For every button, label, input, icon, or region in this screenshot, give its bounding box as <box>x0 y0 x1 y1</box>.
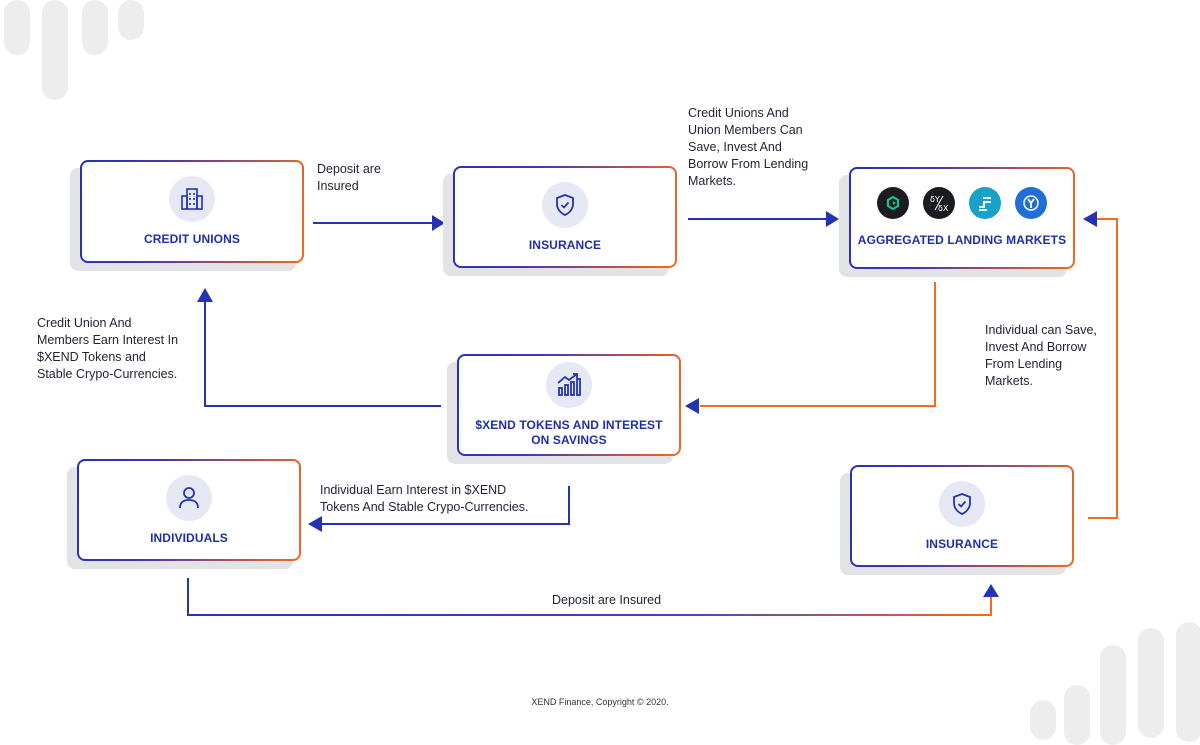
note-line: From Lending <box>985 357 1063 371</box>
shield-check-icon <box>542 181 588 228</box>
note-line: Markets. <box>688 174 736 188</box>
note-line: $XEND Tokens and <box>37 350 146 364</box>
note-line: Members Earn Interest In <box>37 333 179 347</box>
arrow-markets-to-tokens <box>685 282 936 414</box>
note-line: Individual Earn Interest in $XEND <box>320 483 507 497</box>
arrow-insurance-to-markets-right <box>1083 211 1118 519</box>
note-line: Credit Unions And <box>688 106 789 120</box>
footer-copyright: XEND Finance, Copyright © 2020. <box>531 697 669 707</box>
note-individual-save: Individual can Save, Invest And Borrow F… <box>985 322 1097 390</box>
arrow-insurance-to-markets <box>688 211 839 227</box>
node-label: INSURANCE <box>528 237 602 252</box>
node-label-line: ON SAVINGS <box>531 433 607 447</box>
node-label-line: $XEND TOKENS AND INTEREST <box>475 418 663 432</box>
node-label: INSURANCE <box>925 536 999 551</box>
svg-text:δX: δX <box>938 204 949 213</box>
note-line: Stable Crypo-Currencies. <box>37 367 178 381</box>
arrow-tokens-to-credit <box>197 288 441 407</box>
growth-chart-icon <box>546 362 592 408</box>
yearn-logo-icon <box>1015 186 1047 219</box>
arrow-credit-to-insurance <box>313 215 445 231</box>
compound-logo-icon <box>877 186 909 219</box>
note-line: Deposit are <box>317 162 381 176</box>
note-line: Credit Union And <box>37 316 132 330</box>
user-icon <box>166 474 212 521</box>
note-line: Borrow From Lending <box>688 157 809 171</box>
shield-check-icon <box>939 480 985 527</box>
node-label: AGGREGATED LANDING MARKETS <box>857 232 1067 247</box>
note-credit-unions-save: Credit Unions And Union Members Can Save… <box>688 105 808 190</box>
node-individuals: INDIVIDUALS <box>67 459 301 569</box>
svg-text:δY: δY <box>930 195 940 204</box>
note-individual-earn: Individual Earn Interest in $XEND Tokens… <box>320 482 528 516</box>
note-line: Tokens And Stable Crypo-Currencies. <box>320 500 529 514</box>
note-line: Markets. <box>985 374 1033 388</box>
note-credit-union-earn: Credit Union And Members Earn Interest I… <box>37 315 178 383</box>
note-line: Insured <box>317 179 359 193</box>
note-line: Invest And Borrow <box>985 340 1087 354</box>
node-credit-unions: CREDIT UNIONS <box>70 160 304 271</box>
fulcrum-logo-icon <box>969 186 1001 219</box>
node-xend-tokens: $XEND TOKENS AND INTEREST ON SAVINGS <box>447 354 681 464</box>
node-label: $XEND TOKENS AND INTEREST ON SAVINGS <box>475 418 662 448</box>
node-insurance-top: INSURANCE <box>443 166 677 276</box>
note-deposit-insured-bottom: Deposit are Insured <box>552 593 662 607</box>
building-icon <box>169 176 215 222</box>
note-line: Union Members Can <box>688 123 803 137</box>
note-line: Individual can Save, <box>985 323 1097 337</box>
connector-lines <box>187 211 1118 616</box>
note-line: Save, Invest And <box>688 140 782 154</box>
note-deposit-insured-top: Deposit are Insured <box>317 161 381 195</box>
node-label: INDIVIDUALS <box>150 530 228 545</box>
node-label: CREDIT UNIONS <box>144 232 240 246</box>
node-insurance-bottom: INSURANCE <box>840 465 1074 575</box>
arrow-individuals-to-insurance <box>187 578 999 616</box>
arrow-tokens-to-individuals <box>308 486 570 532</box>
